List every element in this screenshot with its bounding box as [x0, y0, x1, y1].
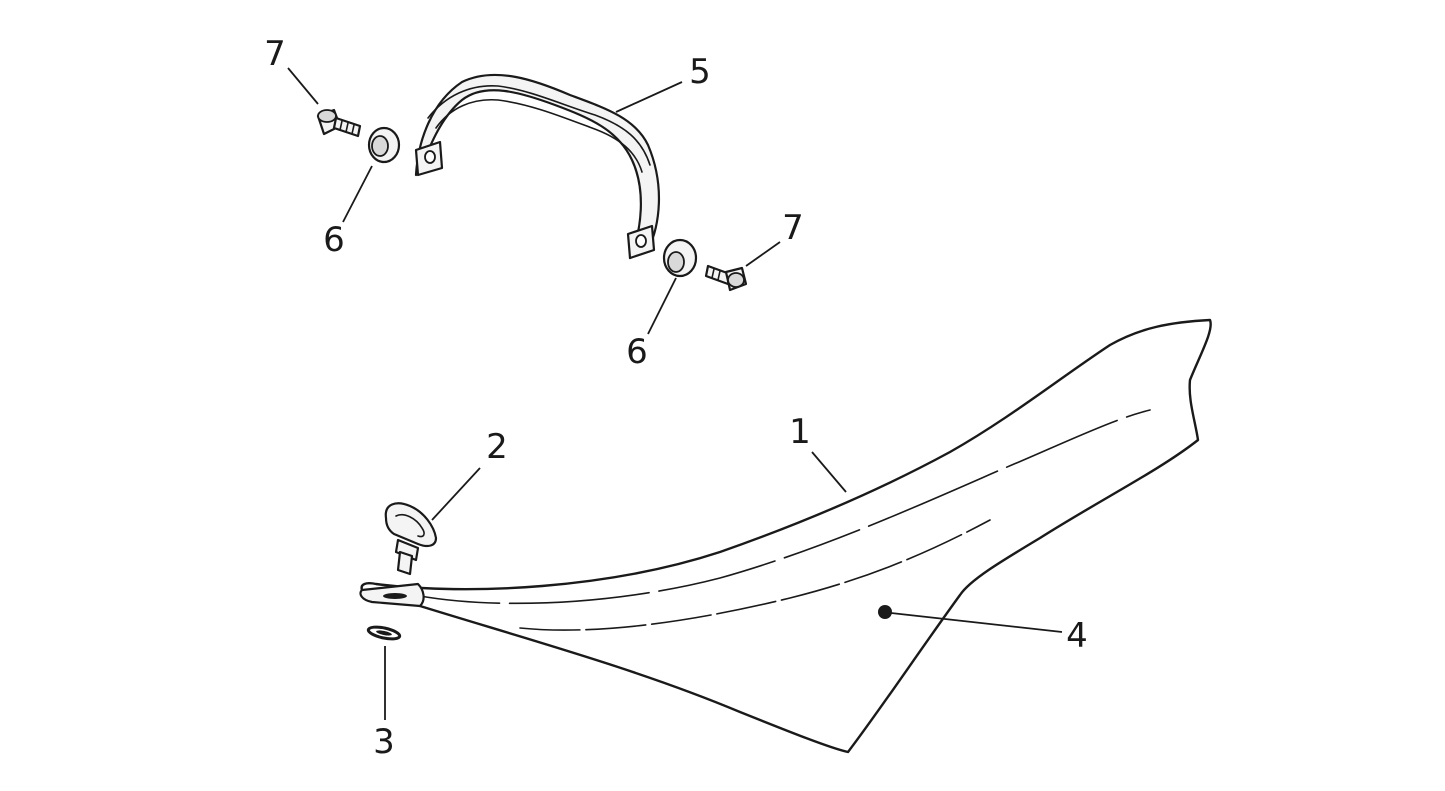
callout-bushing-right: 6: [626, 332, 648, 372]
leader-screw-right: [745, 241, 781, 267]
leader-bushing-right: [647, 277, 677, 335]
leader-screw-left: [287, 67, 319, 105]
callout-lock-pin: 2: [486, 427, 508, 467]
callout-adhesive-point: 4: [1066, 616, 1088, 656]
screw-right-part: [704, 264, 748, 292]
bushing-left-part: [367, 126, 401, 164]
adhesive-point-marker: [878, 605, 892, 619]
leader-lock-pin: [431, 467, 481, 521]
leader-adhesive-point: [890, 612, 1063, 633]
leader-bushing-left: [342, 165, 373, 223]
callout-bushing-left: 6: [323, 220, 345, 260]
callout-screw-right: 7: [782, 208, 804, 248]
seat-lock-pin-part: [384, 502, 438, 576]
washer-part: [366, 625, 402, 641]
bushing-right-part: [662, 238, 698, 278]
callout-screw-left: 7: [264, 34, 286, 74]
leader-lines: [287, 67, 1063, 720]
grab-handle-part: [414, 73, 661, 260]
leader-seat: [811, 451, 847, 493]
seat-slot: [383, 593, 407, 599]
callout-washer: 3: [373, 722, 395, 762]
leader-grab-handle: [615, 81, 683, 113]
screw-left-part: [316, 108, 362, 138]
callout-grab-handle: 5: [689, 52, 711, 92]
seat-part: [359, 318, 1212, 754]
callout-seat: 1: [789, 412, 811, 452]
